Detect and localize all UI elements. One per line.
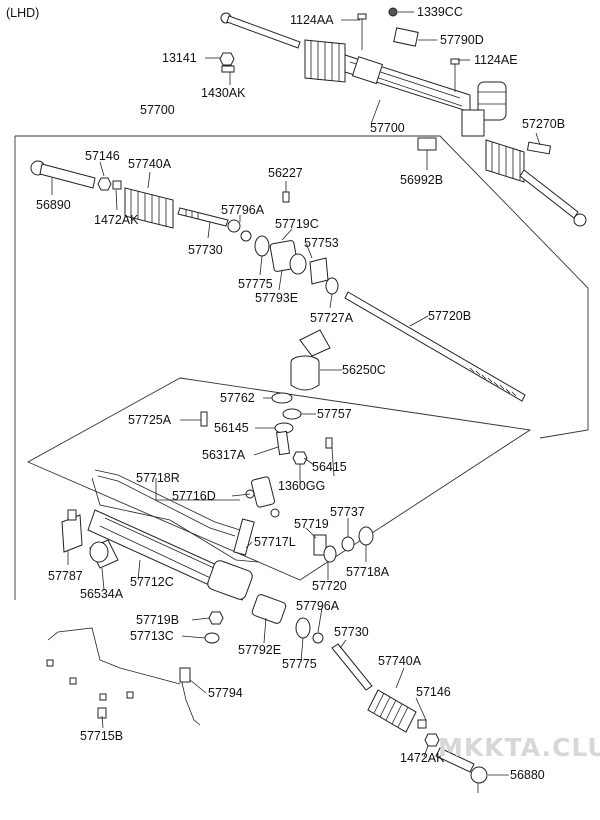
part-label-56890: 56890 <box>36 198 71 212</box>
exploded-frame <box>14 135 589 600</box>
part-label-57718A: 57718A <box>346 565 390 579</box>
part-label-57727A: 57727A <box>310 311 354 325</box>
variant-label: (LHD) <box>6 6 39 20</box>
part-label-57712C: 57712C <box>130 575 174 589</box>
part-label-57146-bottom: 57146 <box>416 685 451 699</box>
part-label-57787: 57787 <box>48 569 83 583</box>
part-label-57792E: 57792E <box>238 643 281 657</box>
part-label-57796A-top: 57796A <box>221 203 265 217</box>
part-label-56145: 56145 <box>214 421 249 435</box>
part-label-57719: 57719 <box>294 517 329 531</box>
part-label-57775-top: 57775 <box>238 277 273 291</box>
part-label-57717L: 57717L <box>254 535 296 549</box>
part-label-57716D: 57716D <box>172 489 216 503</box>
part-label-57737: 57737 <box>330 505 365 519</box>
part-label-56250C: 56250C <box>342 363 386 377</box>
part-label-57757: 57757 <box>317 407 352 421</box>
part-label-56534A: 56534A <box>80 587 124 601</box>
part-label-57718R: 57718R <box>136 471 180 485</box>
part-label-57753: 57753 <box>304 236 339 250</box>
part-label-57146-top: 57146 <box>85 149 120 163</box>
part-label-56992B: 56992B <box>400 173 443 187</box>
part-label-57790D: 57790D <box>440 33 484 47</box>
part-label-57793E: 57793E <box>255 291 298 305</box>
part-label-1472AK-bottom: 1472AK <box>400 751 445 765</box>
part-label-57720: 57720 <box>312 579 347 593</box>
part-label-1360GG: 1360GG <box>278 479 325 493</box>
part-label-56317A: 56317A <box>202 448 246 462</box>
part-label-1339CC: 1339CC <box>417 5 463 19</box>
part-label-57794: 57794 <box>208 686 243 700</box>
part-label-57740A-bottom: 57740A <box>378 654 422 668</box>
part-label-1430AK: 1430AK <box>201 86 246 100</box>
exploded-parts <box>30 160 526 793</box>
part-label-57762: 57762 <box>220 391 255 405</box>
part-label-57719C: 57719C <box>275 217 319 231</box>
part-label-13141: 13141 <box>162 51 197 65</box>
part-label-57730-bottom: 57730 <box>334 625 369 639</box>
part-label-57775-bottom: 57775 <box>282 657 317 671</box>
part-label-57713C: 57713C <box>130 629 174 643</box>
part-label-56880: 56880 <box>510 768 545 782</box>
part-label-56415: 56415 <box>312 460 347 474</box>
watermark: MKKTA.CLUB <box>438 733 600 762</box>
assembly-overview <box>219 7 587 227</box>
part-label-57700-top: 57700 <box>140 103 175 117</box>
part-label-1124AA: 1124AA <box>290 13 334 27</box>
part-label-1472AK-top: 1472AK <box>94 213 139 227</box>
part-label-57730-top: 57730 <box>188 243 223 257</box>
part-label-57720B: 57720B <box>428 309 471 323</box>
valve-frame <box>26 377 532 581</box>
part-label-57715B: 57715B <box>80 729 123 743</box>
part-label-57740A-top: 57740A <box>128 157 172 171</box>
part-label-57700-assembly: 57700 <box>370 121 405 135</box>
part-label-1124AE: 1124AE <box>474 53 518 67</box>
part-label-57725A: 57725A <box>128 413 172 427</box>
part-label-57719B: 57719B <box>136 613 179 627</box>
part-label-56227: 56227 <box>268 166 303 180</box>
part-label-57796A-bottom: 57796A <box>296 599 340 613</box>
leader-lines <box>51 11 541 776</box>
part-label-57270B: 57270B <box>522 117 565 131</box>
